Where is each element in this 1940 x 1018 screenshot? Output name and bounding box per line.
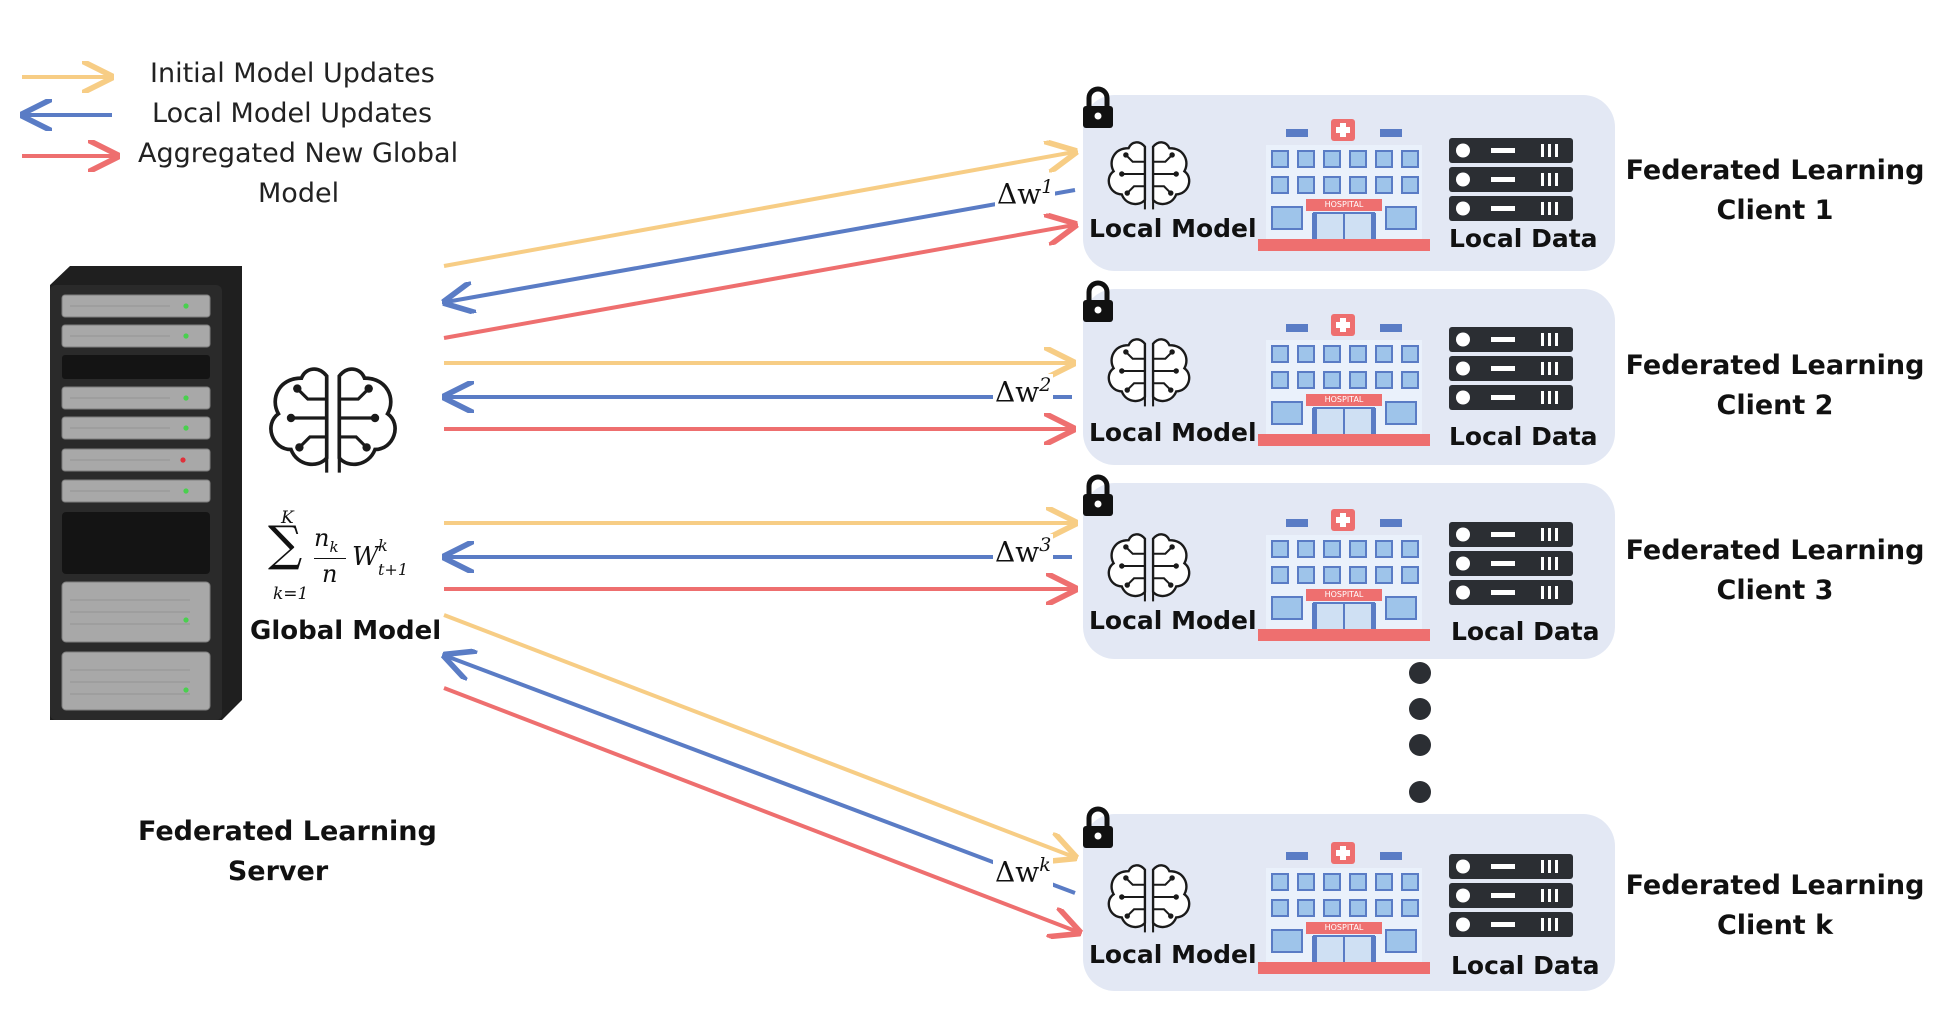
- client-1-data-icon: [1449, 138, 1573, 221]
- formula-sigma-icon: ∑: [268, 516, 303, 572]
- client-1-local-model-label: Local Model: [1089, 214, 1257, 243]
- client-k-delta-label: Δwk: [993, 854, 1053, 889]
- client-3-local-model-label: Local Model: [1089, 606, 1257, 635]
- global-model-label: Global Model: [250, 616, 442, 646]
- formula-weight: W: [352, 542, 379, 572]
- client-1-delta-label: Δw1: [995, 176, 1056, 211]
- client-k-local-data-label: Local Data: [1451, 951, 1600, 980]
- more-clients-ellipsis: [1409, 662, 1431, 803]
- legend-local-label: Local Model Updates: [152, 98, 433, 129]
- client-k-aggregated-arrow: [443, 686, 1078, 932]
- client-3-hospital-sign: HOSPITAL: [1324, 590, 1364, 599]
- formula-numerator: n: [314, 524, 330, 552]
- legend-aggregated-label: Aggregated New Global: [138, 138, 459, 169]
- client-3-data-icon: [1449, 522, 1573, 605]
- client-k-initial-arrow: [443, 613, 1074, 857]
- formula-lower-limit: k=1: [273, 584, 309, 604]
- formula-upper-limit: K: [281, 508, 294, 528]
- server-rack-icon: [50, 266, 242, 720]
- aggregation-formula: K ∑ k=1 nk n W k t+1: [262, 508, 422, 608]
- client-2-local-data-label: Local Data: [1449, 422, 1598, 451]
- client-k-hospital-sign: HOSPITAL: [1324, 923, 1364, 932]
- client-2-hospital-sign: HOSPITAL: [1324, 395, 1364, 404]
- client-3-local-data-label: Local Data: [1451, 617, 1600, 646]
- client-3-lock-icon: [1083, 477, 1113, 516]
- formula-denominator: n: [322, 560, 338, 588]
- server-title: Federated Learning Server: [138, 816, 437, 887]
- client-k-local-arrow: [446, 656, 1076, 895]
- legend-aggregated-label-line2: Model: [258, 178, 340, 209]
- client-1-lock-icon: [1083, 89, 1113, 128]
- formula-numerator-sub: k: [329, 537, 339, 556]
- client-1-local-data-label: Local Data: [1449, 224, 1598, 253]
- global-model-brain-icon: [269, 367, 397, 475]
- client-2-data-icon: [1449, 327, 1573, 410]
- client-2-local-model-label: Local Model: [1089, 418, 1257, 447]
- client-2-lock-icon: [1083, 283, 1113, 322]
- client-1-hospital-sign: HOSPITAL: [1324, 200, 1364, 209]
- formula-fraction-bar: [314, 558, 346, 559]
- legend-initial-label: Initial Model Updates: [150, 58, 435, 89]
- client-1-initial-arrow: [443, 152, 1074, 268]
- formula-weight-sub: t+1: [378, 560, 409, 579]
- client-k-lock-icon: [1083, 809, 1113, 848]
- formula-weight-sup: k: [378, 536, 388, 555]
- client-k-data-icon: [1449, 854, 1573, 937]
- client-2-delta-label: Δw2: [993, 374, 1054, 409]
- client-k-local-model-label: Local Model: [1089, 940, 1257, 969]
- client-1-aggregated-arrow: [443, 225, 1074, 340]
- client-1-local-arrow: [446, 188, 1076, 302]
- client-3-delta-label: Δw3: [993, 534, 1054, 569]
- legend: [22, 77, 116, 156]
